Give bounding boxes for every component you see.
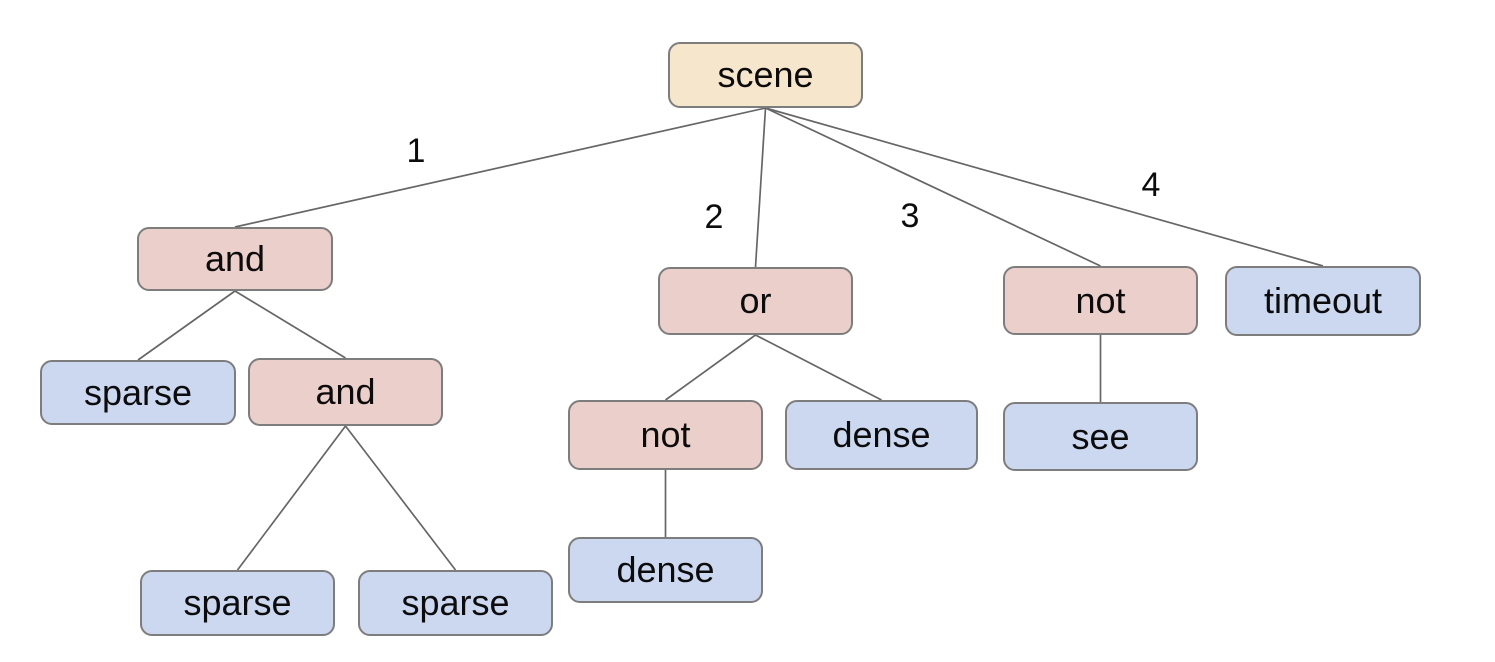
node-dense2: dense <box>568 537 763 603</box>
node-label: see <box>1071 415 1130 457</box>
edge-and2-to-sparse2 <box>236 425 347 571</box>
node-or1: or <box>658 267 853 335</box>
node-label: sparse <box>401 582 510 623</box>
node-label: sparse <box>83 371 193 413</box>
node-dense1: dense <box>785 400 978 470</box>
node-and1: and <box>137 227 333 291</box>
node-label: timeout <box>1263 280 1383 321</box>
node-label: not <box>640 414 691 455</box>
edge-scene-to-timeout1 <box>765 107 1324 267</box>
node-timeout1: timeout <box>1225 266 1421 336</box>
node-see1: see <box>1003 402 1198 471</box>
edge-label-2: 2 <box>705 198 724 236</box>
edge-scene-to-not1 <box>765 107 1101 267</box>
node-and2: and <box>248 358 443 426</box>
node-sparse1: sparse <box>40 360 236 425</box>
edge-label-4: 4 <box>1142 166 1161 204</box>
node-not1: not <box>1003 266 1198 335</box>
edge-or1-to-dense1 <box>755 334 882 401</box>
node-label: or <box>739 280 772 321</box>
edge-label-3: 3 <box>901 197 920 235</box>
node-label: scene <box>717 54 814 95</box>
node-sparse2: sparse <box>140 570 335 636</box>
edge-scene-to-or1 <box>754 107 767 268</box>
node-sparse3: sparse <box>358 570 553 636</box>
node-label: and <box>315 371 376 412</box>
edge-and1-to-sparse1 <box>137 290 236 361</box>
edge-or1-to-not2 <box>665 334 756 401</box>
edge-and2-to-sparse3 <box>344 425 457 571</box>
node-label: sparse <box>183 582 292 623</box>
node-label: dense <box>832 414 931 455</box>
edge-label-1: 1 <box>407 132 426 170</box>
node-not2: not <box>568 400 763 470</box>
edge-and1-to-and2 <box>234 290 346 359</box>
node-label: and <box>204 238 266 279</box>
node-scene: scene <box>668 42 863 108</box>
edge-scene-to-and1 <box>234 107 766 228</box>
node-label: not <box>1075 279 1126 321</box>
node-label: dense <box>616 549 715 590</box>
